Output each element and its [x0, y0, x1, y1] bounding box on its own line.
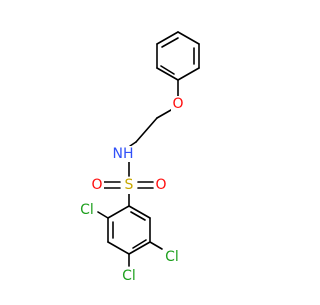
sulfur-label: S [125, 177, 134, 193]
bond-phenyl-double-1 [161, 37, 179, 48]
bond-ring-double-3 [130, 211, 146, 221]
bond-ring-4 [128, 241, 151, 255]
bond-ring-double-2 [132, 239, 147, 249]
bond-phenyl-double-3 [160, 65, 175, 75]
chlorine-2-label: Cl [80, 202, 94, 218]
bond-oxygen-ch2 [156, 109, 172, 119]
bond-ring-6 [128, 205, 151, 219]
sulfonyl-oxygen-right-label: O [155, 177, 166, 193]
structure-canvas: O NH S O O Cl Cl Cl [80, 31, 200, 284]
bond-phenyl-5 [156, 67, 179, 81]
amine-nh-label: NH [113, 146, 134, 162]
bond-ch2-nitrogen [129, 141, 137, 147]
bond-ring-3 [107, 241, 130, 255]
molecule-diagram: O NH S O O Cl Cl Cl [80, 31, 200, 284]
chlorine-5-label: Cl [165, 249, 179, 265]
bonds [97, 31, 200, 267]
bond-phenyl-4 [177, 67, 200, 81]
chlorine-4-label: Cl [122, 268, 136, 284]
bond-ring-1 [107, 205, 130, 219]
bond-phenyl-2 [177, 31, 200, 45]
sulfonyl-oxygen-left-label: O [91, 177, 102, 193]
bond-ring-chlorine-2 [97, 211, 109, 219]
bond-phenyl-1 [156, 31, 179, 45]
bond-ring-chlorine-5 [149, 241, 163, 250]
atom-labels: O NH S O O Cl Cl Cl [80, 96, 185, 284]
ether-oxygen-label: O [172, 96, 183, 112]
bond-ch2-ch2 [135, 117, 158, 143]
